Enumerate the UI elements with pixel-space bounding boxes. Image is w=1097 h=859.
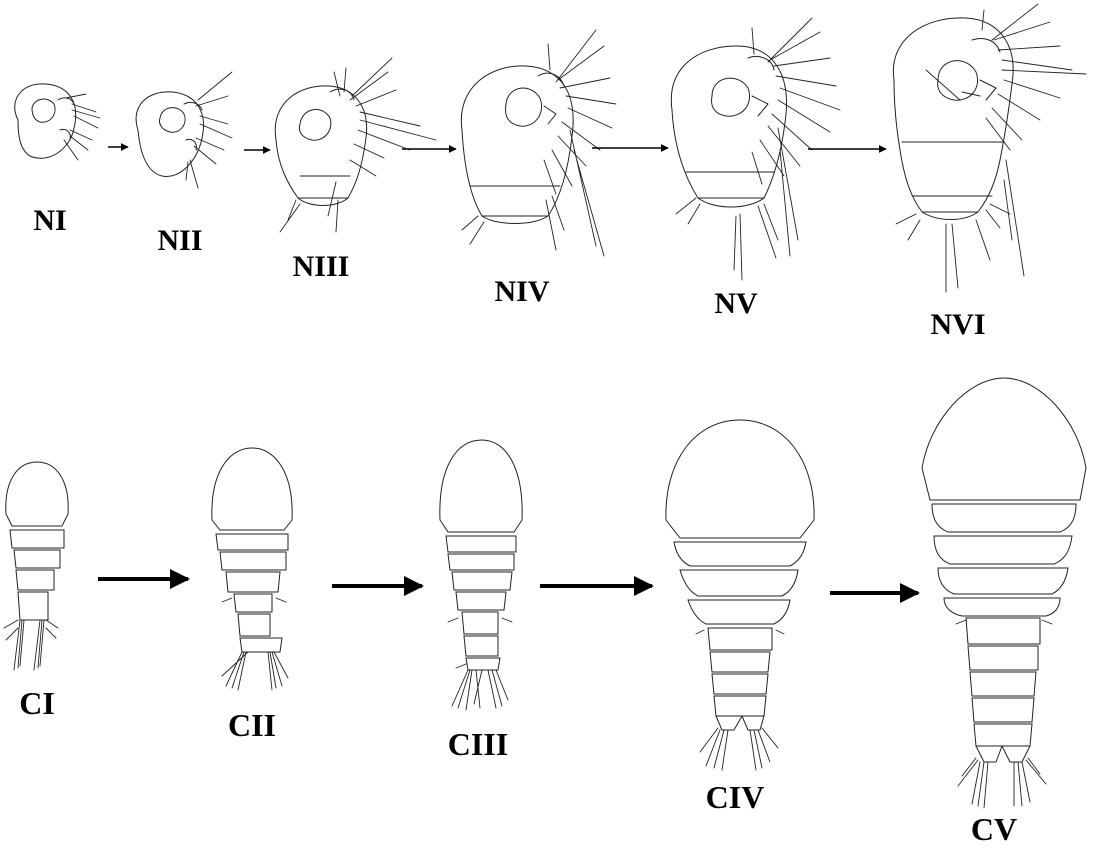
- copepodid-stage-1-drawing: [4, 462, 68, 670]
- nauplius-stage-4-drawing: [461, 30, 616, 256]
- copepodid-stage-3-drawing: [440, 440, 522, 710]
- label-nv: NV: [714, 287, 758, 320]
- label-ni: NI: [33, 204, 66, 237]
- label-nii: NII: [157, 224, 202, 257]
- nauplius-stage-3-drawing: [275, 58, 436, 232]
- label-nvi: NVI: [930, 308, 985, 341]
- label-civ: CIV: [706, 779, 765, 815]
- copepodid-stage-2-drawing: [212, 448, 292, 690]
- label-ci: CI: [19, 685, 55, 721]
- label-niii: NIII: [293, 250, 350, 283]
- label-niv: NIV: [494, 275, 549, 308]
- nauplius-stage-2-drawing: [136, 72, 232, 188]
- label-cv: CV: [971, 811, 1017, 847]
- copepodid-stage-4-drawing: [666, 420, 814, 770]
- label-ciii: CIII: [448, 726, 508, 762]
- label-cii: CII: [228, 707, 276, 743]
- nauplius-stage-1-drawing: [15, 84, 100, 160]
- copepodid-stage-5-drawing: [922, 378, 1086, 808]
- nauplius-stage-6-drawing: [893, 4, 1086, 292]
